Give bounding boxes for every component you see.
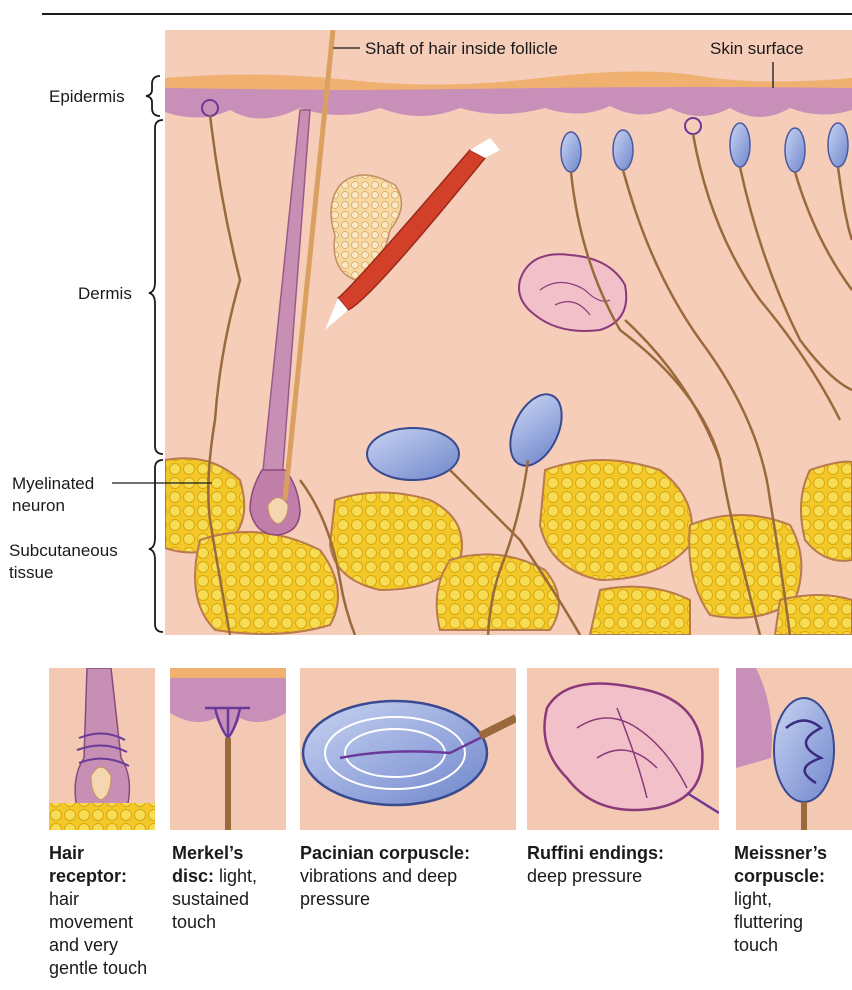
meissner-panel [736, 668, 852, 830]
myelinated-label-1: Myelinated [12, 473, 94, 494]
subcutaneous-label-2: tissue [9, 562, 53, 583]
caption-text: touch [734, 935, 778, 955]
ruffini-caption: Ruffini endings: deep pressure [527, 842, 727, 888]
subcutaneous-brace [149, 460, 163, 632]
caption-text: fluttering [734, 912, 803, 932]
caption-bold: Meissner’s [734, 843, 827, 863]
caption-bold: corpuscle: [734, 866, 825, 886]
caption-bold: disc: [172, 866, 214, 886]
merkel-disc-panel [170, 668, 286, 830]
caption-text: touch [172, 912, 216, 932]
subcutaneous-label-1: Subcutaneous [9, 540, 118, 561]
skin-surface-label: Skin surface [710, 38, 804, 59]
caption-bold: Hair [49, 843, 84, 863]
caption-text: gentle touch [49, 958, 147, 978]
epidermis-label: Epidermis [49, 86, 125, 107]
caption-text: deep pressure [527, 866, 642, 886]
shaft-label: Shaft of hair inside follicle [365, 38, 558, 59]
skin-cross-section [165, 30, 852, 635]
caption-text: light, [734, 889, 772, 909]
caption-text: movement [49, 912, 133, 932]
caption-bold: receptor: [49, 866, 127, 886]
caption-bold: Ruffini endings: [527, 843, 664, 863]
dermis-brace [149, 120, 163, 454]
myelinated-label-2: neuron [12, 495, 65, 516]
hair-receptor-caption: Hair receptor: hair movement and very ge… [49, 842, 169, 980]
epidermis-brace [146, 76, 160, 116]
caption-bold: Pacinian corpuscle: [300, 843, 470, 863]
pacinian-panel [300, 668, 516, 830]
caption-text: and very [49, 935, 118, 955]
caption-text: pressure [300, 889, 370, 909]
caption-text: sustained [172, 889, 249, 909]
caption-text: light, [219, 866, 257, 886]
pacinian-caption: Pacinian corpuscle: vibrations and deep … [300, 842, 520, 911]
meissner-caption: Meissner’s corpuscle: light, fluttering … [734, 842, 850, 957]
caption-bold: Merkel’s [172, 843, 243, 863]
merkel-caption: Merkel’s disc: light, sustained touch [172, 842, 288, 934]
caption-text: hair [49, 889, 79, 909]
caption-text: vibrations and deep [300, 866, 457, 886]
pacinian-corpuscle [367, 428, 459, 480]
hair-receptor-panel [49, 668, 155, 830]
dermis-label: Dermis [78, 283, 132, 304]
layer-braces [146, 76, 163, 632]
ruffini-panel [527, 668, 719, 830]
